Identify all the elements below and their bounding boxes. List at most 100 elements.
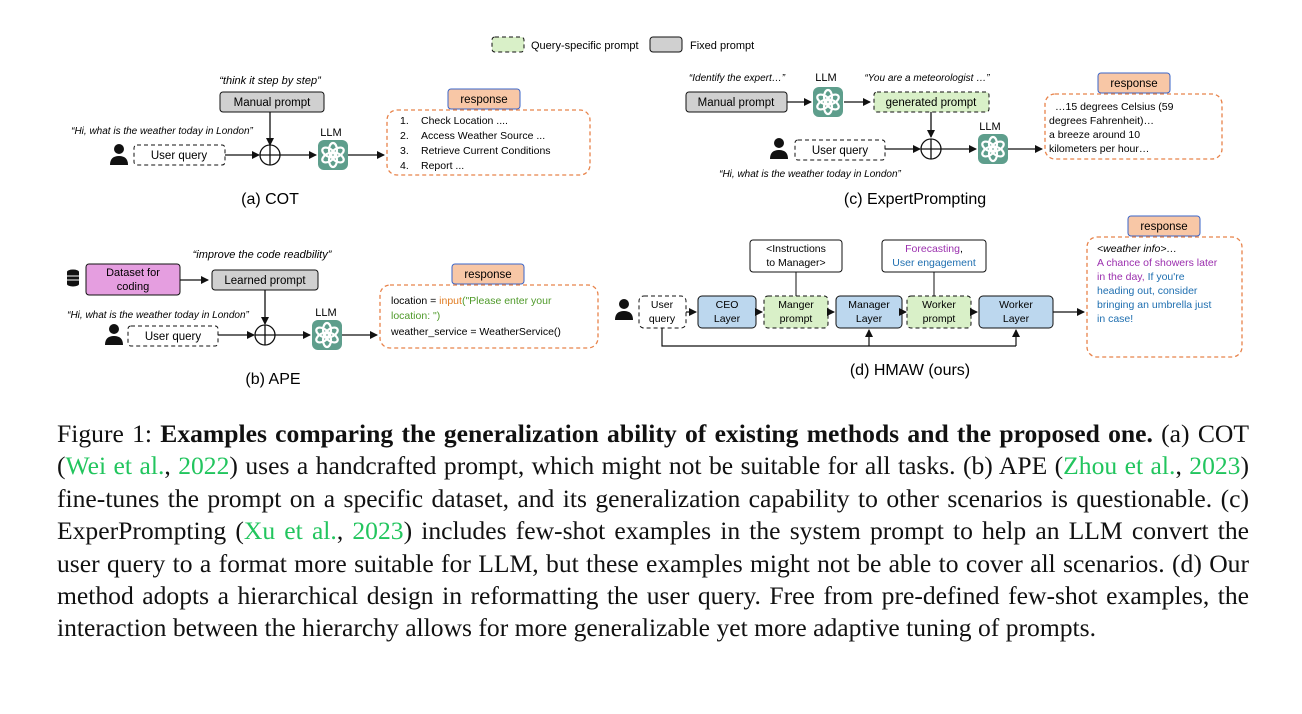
- hmaw-response-purple: A chance of showers later: [1097, 257, 1218, 269]
- hmaw-worker-prompt-box: [906, 295, 972, 329]
- hmaw-title: (d) HMAW (ours): [850, 362, 970, 379]
- hmaw-instructions-label: <Instructions: [766, 243, 826, 255]
- hmaw-worker-layer-label: Layer: [1003, 313, 1030, 325]
- ape-response-tag-label: response: [464, 269, 511, 281]
- cot-title: (a) COT: [241, 191, 299, 208]
- cot-manual-prompt-box: [219, 91, 325, 113]
- expert-llm-label-top: LLM: [815, 72, 836, 84]
- panel-ape: “improve the code readbility” Dataset fo…: [67, 249, 599, 388]
- hmaw-worker-prompt-label: Worker: [922, 299, 956, 311]
- ape-user-icon: [105, 324, 123, 345]
- expert-response-box: [1044, 93, 1223, 160]
- ape-code-line1: location = input("Please enter your: [391, 295, 552, 307]
- cot-step-num: 1.: [400, 115, 409, 127]
- figure-diagram: Query-specific prompt Fixed prompt “thin…: [67, 36, 1243, 388]
- expert-user-query-label: User query: [812, 145, 868, 157]
- legend: Query-specific prompt Fixed prompt: [491, 36, 754, 53]
- cot-quote-top: “think it step by step”: [219, 75, 322, 87]
- expert-llm-icon: [976, 132, 1010, 166]
- ape-dataset-label: Dataset for: [106, 267, 160, 279]
- ape-dataset-label: coding: [117, 281, 149, 293]
- expert-response-tag: [1097, 72, 1171, 94]
- caption-text: ,: [336, 516, 353, 546]
- ape-user-query-box: [127, 325, 219, 347]
- ape-response-tag: [451, 263, 525, 285]
- hmaw-worker-layer-label: Worker: [999, 299, 1033, 311]
- caption-text: (a) COT (: [57, 419, 1250, 481]
- hmaw-response-mixed: in the day, If you're: [1097, 271, 1185, 283]
- hmaw-response-tag-label: response: [1140, 221, 1187, 233]
- expert-quote-meteo: “You are a meteorologist …”: [864, 73, 990, 84]
- hmaw-ceo-label: CEO: [716, 299, 739, 311]
- citation-wei-year-link[interactable]: 2022: [178, 451, 230, 481]
- hmaw-response-blue: bringing an umbrella just: [1097, 299, 1211, 311]
- hmaw-response-tag: [1127, 215, 1201, 237]
- ape-user-query-label: User query: [145, 331, 201, 343]
- hmaw-manger-label: prompt: [780, 313, 813, 325]
- hmaw-manger-prompt-box: [763, 295, 829, 329]
- ape-learned-prompt-label: Learned prompt: [224, 275, 306, 287]
- ape-quote-top: “improve the code readbility”: [193, 249, 333, 261]
- expert-quote-query: “Hi, what is the weather today in London…: [719, 169, 901, 180]
- hmaw-response-box: [1086, 236, 1243, 358]
- citation-zhou-year-link[interactable]: 2023: [1189, 451, 1241, 481]
- cot-response-tag-label: response: [460, 94, 507, 106]
- ape-quote-query: “Hi, what is the weather today in London…: [67, 310, 249, 321]
- hmaw-manager-label: Manager: [848, 299, 890, 311]
- cot-step-text: Retrieve Current Conditions: [421, 145, 551, 157]
- citation-xu-year-link[interactable]: 2023: [352, 516, 404, 546]
- cot-response-box: [386, 109, 591, 176]
- expert-response-line: a breeze around 10: [1049, 129, 1140, 141]
- cot-step-num: 3.: [400, 145, 409, 157]
- citation-xu-link[interactable]: Xu et al.: [243, 516, 337, 546]
- citation-wei-link[interactable]: Wei et al.: [65, 451, 165, 481]
- hmaw-manger-label: Manger: [778, 299, 814, 311]
- hmaw-manager-label: Layer: [856, 313, 883, 325]
- database-icon: [67, 269, 79, 287]
- hmaw-response-blue: in case!: [1097, 313, 1133, 325]
- hmaw-forecast-label: Forecasting,: [905, 243, 963, 255]
- hmaw-user-icon: [615, 299, 633, 320]
- cot-plus-node: [259, 144, 281, 166]
- expert-title: (c) ExpertPrompting: [844, 191, 986, 208]
- hmaw-response-blue: heading out, consider: [1097, 285, 1198, 297]
- legend-query-label: Query-specific prompt: [531, 40, 639, 52]
- citation-zhou-link[interactable]: Zhou et al.: [1063, 451, 1176, 481]
- figure-caption: Figure 1: Examples comparing the general…: [57, 418, 1249, 645]
- caption-text: ) uses a handcrafted prompt, which might…: [229, 451, 1064, 481]
- expert-generated-prompt-box: [873, 91, 990, 113]
- legend-fixed-label: Fixed prompt: [690, 40, 754, 52]
- ape-plus-node: [254, 324, 276, 346]
- panel-hmaw: <Instructions to Manager> Forecasting, U…: [615, 215, 1243, 379]
- expert-llm-icon-top: [811, 85, 845, 119]
- cot-step-num: 4.: [400, 160, 409, 172]
- hmaw-engagement-label: User engagement: [892, 257, 976, 269]
- expert-user-query-box: [794, 139, 886, 161]
- cot-step-text: Access Weather Source ...: [421, 130, 545, 142]
- caption-text: ,: [1175, 451, 1190, 481]
- hmaw-user-label: User: [651, 299, 674, 311]
- hmaw-instructions-label: to Manager>: [766, 257, 825, 269]
- cot-user-icon: [110, 144, 128, 165]
- expert-response-tag-label: response: [1110, 78, 1157, 90]
- panel-expert: “Identify the expert…” LLM “You are a me…: [685, 72, 1223, 208]
- expert-user-icon: [770, 138, 788, 159]
- cot-llm-icon: [316, 138, 350, 172]
- expert-generated-prompt-label: generated prompt: [886, 97, 978, 109]
- cot-step-text: Check Location ....: [421, 115, 508, 127]
- caption-text: ,: [164, 451, 179, 481]
- expert-response-line: degrees Fahrenheit)…: [1049, 115, 1154, 127]
- hmaw-ceo-label: Layer: [714, 313, 741, 325]
- cot-response-tag: [447, 88, 521, 110]
- hmaw-response-info: <weather info>…: [1097, 243, 1177, 255]
- ape-llm-icon: [310, 318, 344, 352]
- hmaw-query-label: query: [649, 313, 676, 325]
- ape-llm-label: LLM: [315, 307, 336, 319]
- cot-manual-prompt-label: Manual prompt: [234, 97, 312, 109]
- expert-manual-prompt-label: Manual prompt: [698, 97, 776, 109]
- cot-user-query-label: User query: [151, 150, 207, 162]
- cot-step-text: Report ...: [421, 160, 464, 172]
- caption-figure-label: Figure 1:: [57, 419, 161, 448]
- expert-quote-identify: “Identify the expert…”: [689, 73, 786, 84]
- expert-llm-label: LLM: [979, 121, 1000, 133]
